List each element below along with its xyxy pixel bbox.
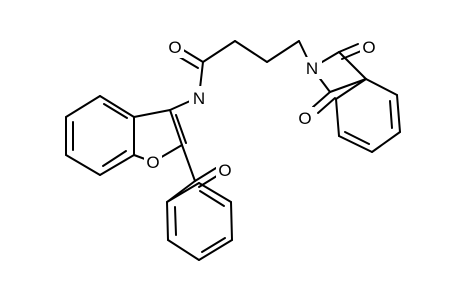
bond xyxy=(230,201,233,241)
atom-label-imide-oxygen-bottom: O xyxy=(298,109,311,128)
bond xyxy=(371,131,401,153)
bond-layer xyxy=(65,40,401,261)
bond xyxy=(102,150,127,167)
label-mask xyxy=(166,36,184,58)
atom-label-amide-oxygen: O xyxy=(168,38,181,57)
bond xyxy=(202,40,236,63)
bond xyxy=(199,190,225,207)
bond xyxy=(65,154,101,176)
label-mask xyxy=(144,151,162,173)
bond xyxy=(201,237,226,253)
bond xyxy=(103,103,128,119)
bond xyxy=(194,167,217,182)
bond xyxy=(389,100,393,129)
label-mask xyxy=(296,107,314,129)
bond xyxy=(365,78,398,96)
bond xyxy=(266,40,300,63)
bond xyxy=(396,94,401,133)
bond xyxy=(169,109,183,146)
bond xyxy=(198,239,233,261)
bond xyxy=(198,182,232,203)
bond xyxy=(312,91,331,108)
bond xyxy=(344,131,370,145)
atom-label-imide-oxygen-top: O xyxy=(362,38,375,57)
label-mask xyxy=(302,57,322,79)
label-mask xyxy=(360,36,378,58)
bond xyxy=(99,95,135,118)
bond xyxy=(338,43,359,53)
bond xyxy=(166,201,169,241)
atom-label-furan-oxygen: O xyxy=(146,153,159,172)
bond xyxy=(341,50,362,60)
bond xyxy=(166,182,200,203)
bond xyxy=(174,206,177,236)
bond xyxy=(329,78,367,93)
atom-label-ketone-oxygen: O xyxy=(218,161,231,180)
bond xyxy=(335,98,340,137)
bond xyxy=(167,239,200,261)
bond xyxy=(65,95,101,118)
label-mask xyxy=(216,159,234,181)
bond xyxy=(175,114,187,144)
bond xyxy=(234,40,268,63)
label-mask xyxy=(189,86,209,108)
atom-label-layer: O N O O N O O xyxy=(144,36,378,181)
bond xyxy=(181,144,196,182)
bond xyxy=(338,135,373,153)
atom-label-imide-nitrogen: N xyxy=(306,59,318,78)
bond xyxy=(317,97,336,114)
bond xyxy=(133,109,171,118)
atom-label-amide-nitrogen: N xyxy=(193,89,205,108)
bond xyxy=(99,154,135,176)
bond xyxy=(335,78,367,100)
bond xyxy=(338,51,367,80)
